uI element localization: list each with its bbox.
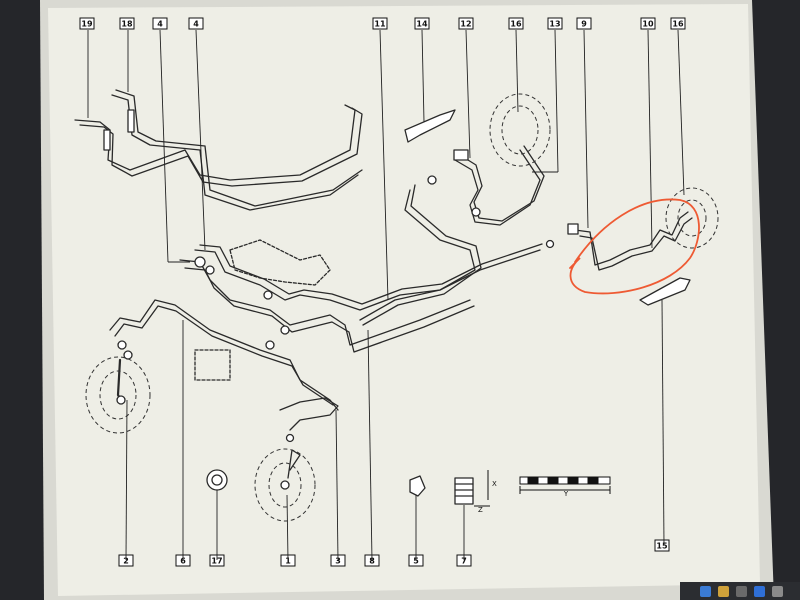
brake-drum-outlines — [85, 93, 719, 522]
top-callout-label: 4 — [157, 20, 163, 29]
top-callout-label: 14 — [416, 20, 428, 29]
bottom-callout-label: 3 — [335, 557, 341, 566]
bottom-callout-label: 8 — [369, 557, 375, 566]
top-callout-box — [458, 17, 474, 30]
top-callout-label: 16 — [672, 20, 684, 29]
dimension-ruler — [474, 470, 611, 507]
brake-pipe-drawing — [74, 89, 693, 505]
top-callout-box — [508, 17, 524, 30]
top-callout-box — [670, 17, 686, 30]
bluetooth-icon[interactable] — [754, 586, 765, 597]
top-callout-label: 9 — [581, 20, 587, 29]
top-callout-label: 10 — [642, 20, 654, 29]
top-callout-box — [188, 17, 204, 30]
bottom-callout-label: 5 — [413, 557, 419, 566]
bottom-callout-label: 6 — [180, 557, 186, 566]
bottom-callout-label: 15 — [656, 542, 668, 551]
bottom-callout-label: 17 — [211, 557, 222, 566]
dimension-label-z: Z — [478, 506, 483, 514]
top-callout-label: 16 — [510, 20, 522, 29]
top-callout-box — [547, 17, 563, 30]
highlight-circle — [569, 198, 700, 295]
app-icon[interactable] — [736, 586, 747, 597]
app-icon[interactable] — [700, 586, 711, 597]
top-callouts: 19 18 4 4 11 14 12 16 13 9 10 16 — [79, 17, 686, 30]
app-icon[interactable] — [772, 586, 783, 597]
bottom-callouts: 2 6 17 1 3 8 5 7 15 — [118, 539, 670, 567]
top-callout-box — [414, 17, 430, 30]
top-callout-box — [152, 17, 168, 30]
app-icon[interactable] — [718, 586, 729, 597]
top-callout-label: 12 — [460, 20, 471, 29]
top-callout-label: 11 — [374, 20, 386, 29]
top-callout-box — [372, 17, 388, 30]
dimension-label-y: Y — [563, 490, 569, 498]
top-callout-box — [79, 17, 95, 30]
top-callout-label: 19 — [81, 20, 93, 29]
top-callout-label: 18 — [121, 20, 133, 29]
top-callout-label: 13 — [549, 20, 560, 29]
bottom-callout-label: 2 — [123, 557, 129, 566]
top-callout-box — [640, 17, 656, 30]
dimension-label-x: X — [492, 480, 497, 488]
bottom-callout-box — [654, 539, 670, 552]
top-callout-box — [576, 17, 592, 30]
top-callout-box — [119, 17, 135, 30]
diagram-paper — [48, 4, 760, 596]
bottom-callout-label: 7 — [461, 557, 467, 566]
top-callout-label: 4 — [193, 20, 199, 29]
leader-lines — [87, 29, 685, 561]
bottom-callout-label: 1 — [285, 557, 291, 566]
